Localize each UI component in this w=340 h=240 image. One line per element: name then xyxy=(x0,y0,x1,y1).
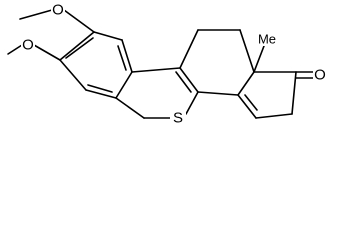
bond-ar-4-inner xyxy=(87,84,113,93)
bond-ome-top-oxygen xyxy=(63,9,95,33)
bond-ome-bottom-oxygen xyxy=(33,44,61,61)
bond-ch-3 xyxy=(239,29,255,73)
ketone-group xyxy=(295,71,315,79)
bond-ar-2-inner xyxy=(117,45,127,71)
bond-ar-5 xyxy=(59,59,87,91)
bond-ar-6 xyxy=(59,31,95,61)
cyclopentenone-ring xyxy=(237,71,297,119)
bond-ch2-s-1 xyxy=(115,97,145,119)
structure-diagram: O O S O Me xyxy=(7,2,327,128)
bond-ring-fusion xyxy=(131,67,181,73)
oxygen-label-top: O xyxy=(52,2,64,19)
cyclohexene-ring xyxy=(179,29,255,96)
oxygen-label-bottom: O xyxy=(22,37,34,54)
label-bg-o-bottom xyxy=(21,37,35,53)
bond-methyl xyxy=(253,45,265,73)
bond-ome-bottom-methyl xyxy=(7,44,23,55)
angular-methyl-label: Me xyxy=(258,32,276,47)
bond-c-c-double-inner xyxy=(175,71,192,93)
methoxy-group-bottom xyxy=(7,44,61,61)
angular-methyl xyxy=(253,45,265,73)
bond-ome-top-methyl xyxy=(19,9,53,20)
bond-ch-1 xyxy=(179,29,199,69)
thiopyran-ring xyxy=(115,67,199,119)
ketone-oxygen-label: O xyxy=(314,67,326,84)
methoxy-group-top xyxy=(19,9,95,33)
label-bg-me xyxy=(256,32,278,46)
bond-c-c-double xyxy=(179,67,199,93)
label-bg-s xyxy=(170,110,186,128)
bond-ar-4 xyxy=(85,89,117,99)
bond-ch-5 xyxy=(197,91,239,96)
bond-ar-1 xyxy=(93,31,123,41)
aromatic-ring xyxy=(59,31,133,99)
bond-cp-3 xyxy=(255,113,293,119)
bond-cp-4-double-inner xyxy=(244,94,258,111)
bond-ar-3 xyxy=(115,71,133,99)
label-bg-o-top xyxy=(51,2,65,18)
sulfur-label: S xyxy=(173,110,183,127)
bond-ch-4 xyxy=(237,71,255,96)
bond-cp-2 xyxy=(291,71,297,115)
bond-ar-2 xyxy=(121,39,133,73)
atom-labels: O O S O Me xyxy=(21,2,327,128)
bond-s-c xyxy=(185,91,199,115)
bond-ar-6-inner xyxy=(65,37,94,59)
bond-cp-4-double xyxy=(237,94,257,119)
label-bg-ketone xyxy=(313,67,327,83)
